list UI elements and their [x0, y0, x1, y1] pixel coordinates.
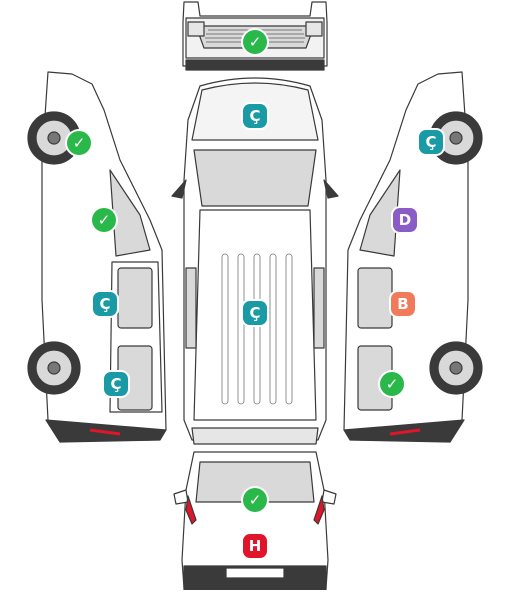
rear-view	[173, 451, 337, 591]
right-front-door-d-badge: D	[393, 208, 417, 232]
left-side-view	[27, 71, 167, 443]
top-view	[171, 77, 339, 445]
hood-c-badge: Ç	[243, 104, 267, 128]
left-sliding-door-c-badge: Ç	[93, 292, 117, 316]
roof-c-badge: Ç	[243, 301, 267, 325]
left-rear-quarter-c-badge: Ç	[104, 372, 128, 396]
right-rear-quarter-check-icon: ✓	[380, 372, 404, 396]
rear-window-check-icon: ✓	[243, 488, 267, 512]
front-bumper-check-icon: ✓	[243, 30, 267, 54]
rear-bumper-h-badge: H	[243, 534, 267, 558]
left-front-door-check-icon: ✓	[92, 208, 116, 232]
right-front-fender-c-badge: Ç	[419, 130, 443, 154]
right-side-view	[343, 71, 483, 443]
left-front-fender-check-icon: ✓	[67, 131, 91, 155]
right-sliding-door-b-badge: B	[391, 292, 415, 316]
